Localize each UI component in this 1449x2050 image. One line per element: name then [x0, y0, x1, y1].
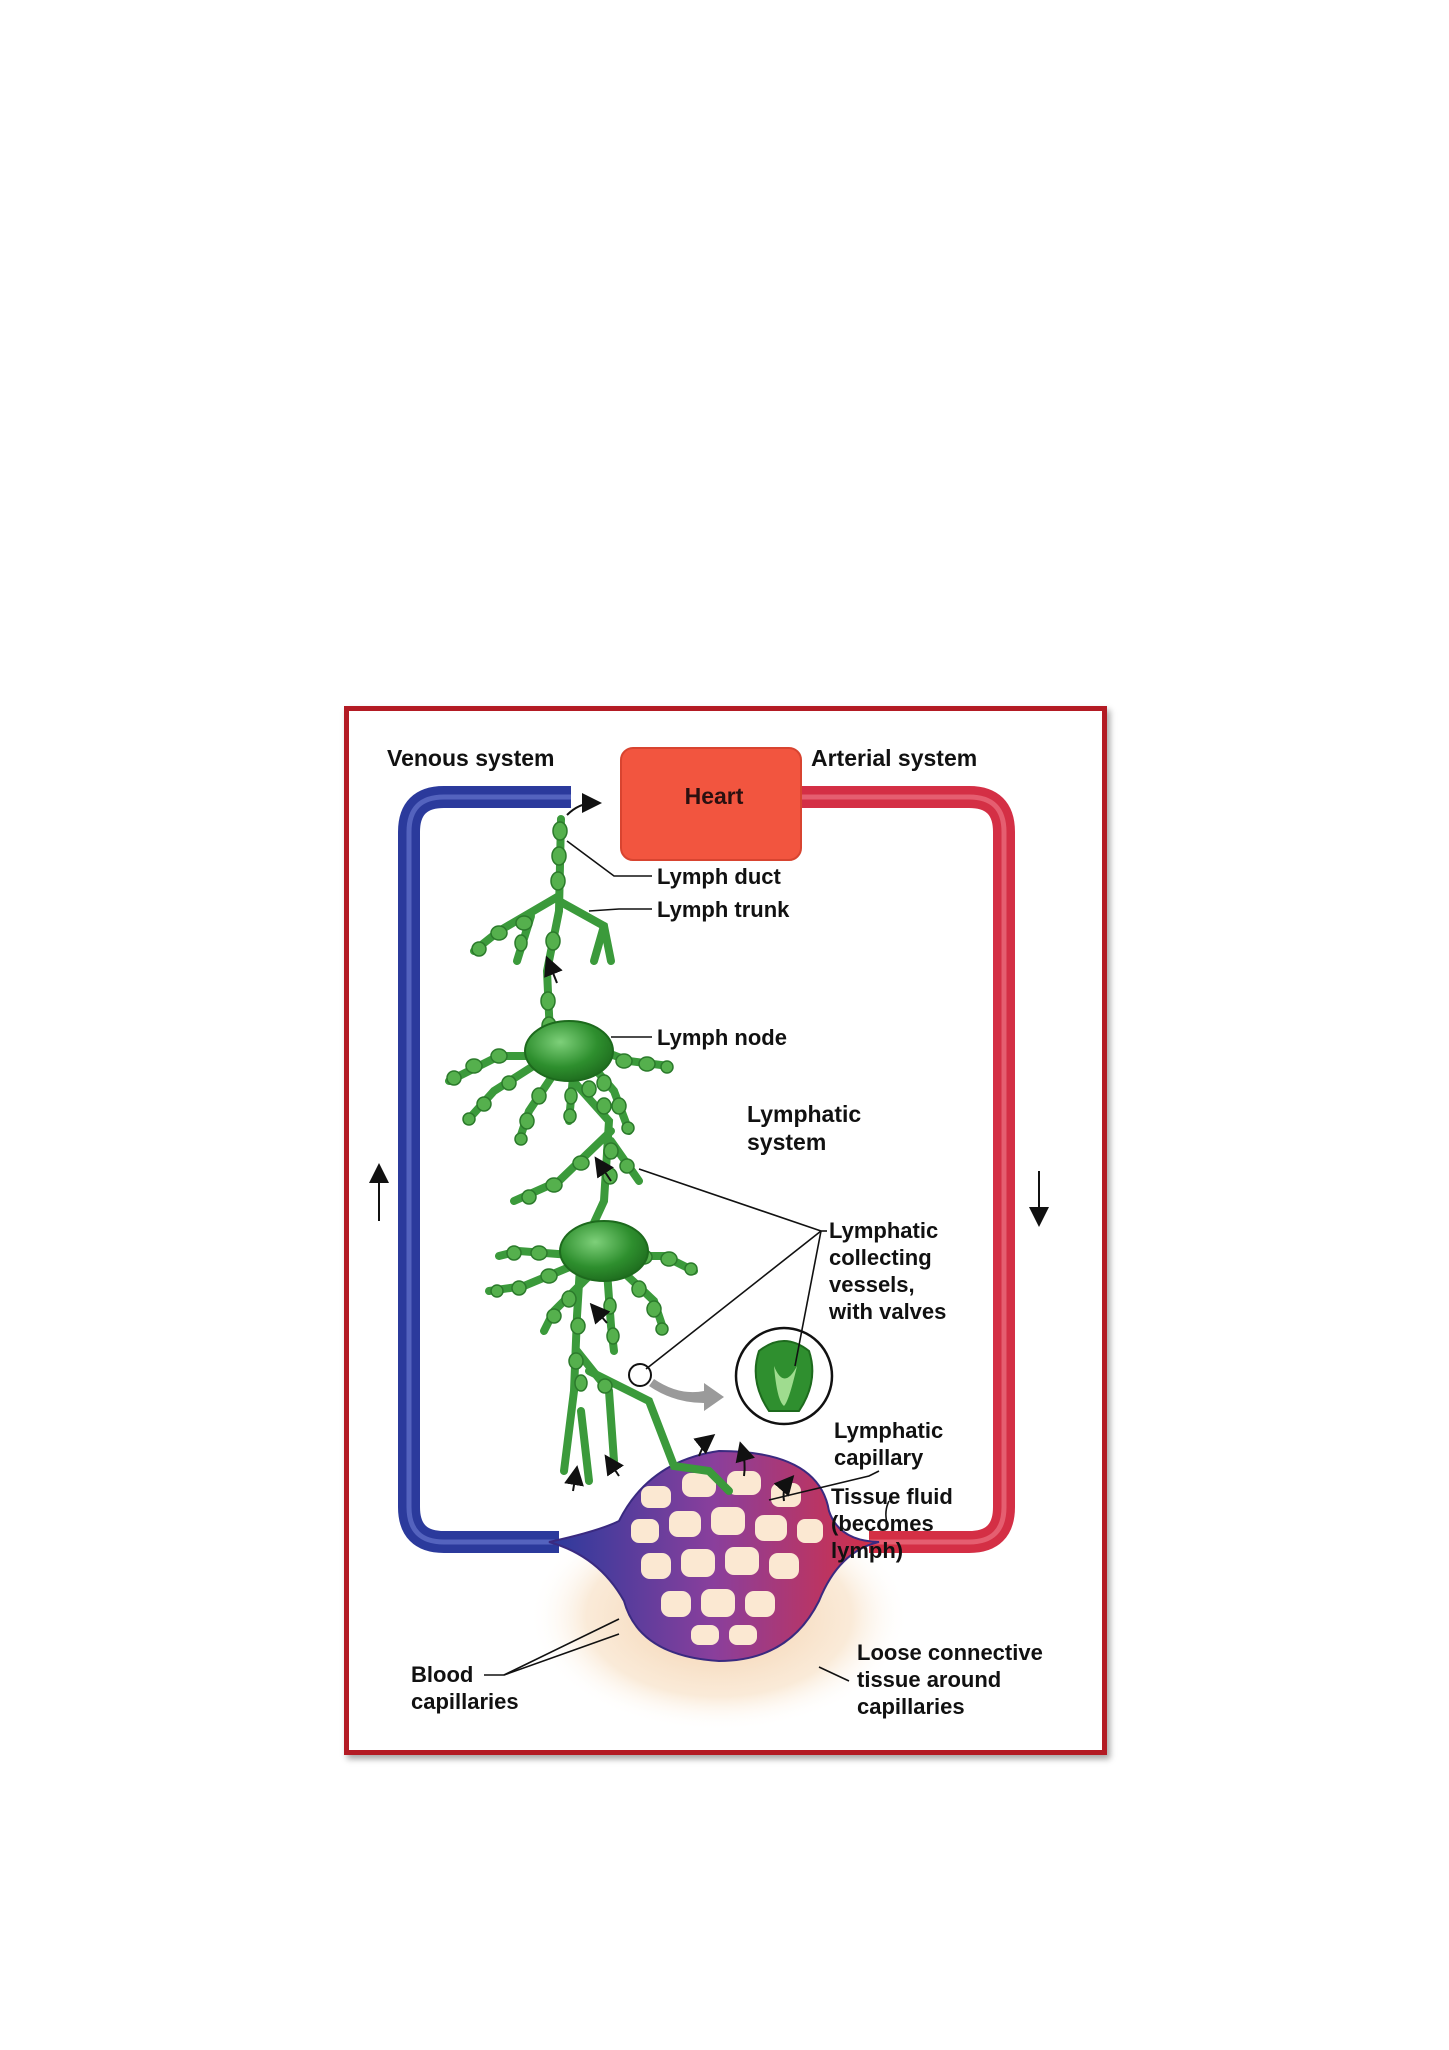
- valve-detail: [754, 1340, 814, 1412]
- lymphatic-capillary-label-line2: capillary: [834, 1445, 924, 1470]
- lymph-node-label: Lymph node: [657, 1025, 787, 1050]
- magnify-arrow: [649, 1379, 724, 1411]
- collecting-vessels-label-line1: Lymphatic: [829, 1218, 939, 1243]
- tissue-fluid-label-line2: (becomes: [831, 1511, 934, 1536]
- leader-lines: [484, 840, 890, 1682]
- lymph-duct-label: Lymph duct: [657, 864, 781, 889]
- loose-connective-label-line3: capillaries: [857, 1694, 965, 1719]
- venous-system-label: Venous system: [387, 745, 555, 771]
- lymphatic-capillary-label-line1: Lymphatic: [834, 1418, 944, 1443]
- loose-connective-label-line2: tissue around: [857, 1667, 1002, 1692]
- heart-shape: [620, 747, 802, 861]
- figure-frame: Venous system Arterial system Heart Lymp…: [344, 706, 1107, 1755]
- lymph-node-lower: [559, 1220, 649, 1282]
- lymphatic-system-label-line2: system: [747, 1129, 827, 1155]
- valve-highlight-circle: [628, 1363, 652, 1387]
- collecting-vessels-label-line3: vessels,: [829, 1272, 915, 1297]
- tissue-fluid-label-line1: Tissue fluid: [831, 1484, 953, 1509]
- venous-vessel: [398, 786, 571, 1553]
- blood-capillaries-label-line1: Blood: [411, 1662, 474, 1687]
- collecting-vessels-label-line4: with valves: [829, 1299, 947, 1324]
- lymph-trunk-label: Lymph trunk: [657, 897, 790, 922]
- blood-capillary-bed: [548, 1449, 880, 1663]
- flow-arrows: [369, 793, 1049, 1502]
- loose-connective-label-line1: Loose connective: [857, 1640, 1043, 1665]
- collecting-vessels-label-line2: collecting: [829, 1245, 932, 1270]
- lymph-valves: [446, 821, 698, 1394]
- blood-capillaries-label-line2: capillaries: [411, 1689, 519, 1714]
- heart-label: Heart: [684, 783, 744, 809]
- tissue-fluid-label-line3: lymph): [831, 1538, 904, 1563]
- lymph-node-upper: [524, 1020, 614, 1082]
- lymphatic-diagram: [369, 747, 1049, 1731]
- lymphatic-system-label-line1: Lymphatic: [747, 1101, 862, 1127]
- arterial-system-label: Arterial system: [811, 745, 978, 771]
